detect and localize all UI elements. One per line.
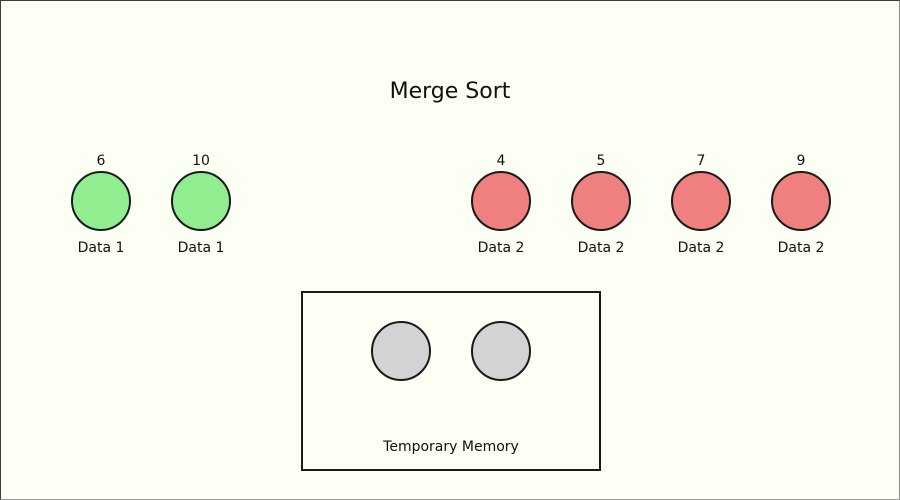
node-label: Data 1	[77, 240, 125, 256]
node-value: 5	[596, 153, 606, 169]
temp-slot-circle-0	[371, 321, 431, 381]
node-value: 4	[496, 153, 506, 169]
data1-circle	[71, 171, 131, 231]
node-label: Data 2	[577, 240, 625, 256]
temporary-memory-box: Temporary Memory	[301, 291, 601, 471]
data2-circle	[771, 171, 831, 231]
data2-node-2: 7 Data 2	[651, 151, 751, 255]
data2-node-3: 9 Data 2	[751, 151, 851, 255]
temporary-memory-label: Temporary Memory	[383, 439, 519, 455]
diagram-title: Merge Sort	[389, 79, 511, 104]
data2-circle	[471, 171, 531, 231]
node-label: Data 1	[177, 240, 225, 256]
node-label: Data 2	[477, 240, 525, 256]
node-label: Data 2	[677, 240, 725, 256]
data2-node-1: 5 Data 2	[551, 151, 651, 255]
data1-node-1: 10 Data 1	[151, 151, 251, 255]
data2-circle	[671, 171, 731, 231]
node-value: 10	[192, 153, 210, 169]
data2-node-0: 4 Data 2	[451, 151, 551, 255]
node-value: 6	[96, 153, 106, 169]
node-value: 7	[696, 153, 706, 169]
node-value: 9	[796, 153, 806, 169]
data2-circle	[571, 171, 631, 231]
temp-slot-circle-1	[471, 321, 531, 381]
node-label: Data 2	[777, 240, 825, 256]
data1-circle	[171, 171, 231, 231]
data1-node-0: 6 Data 1	[51, 151, 151, 255]
